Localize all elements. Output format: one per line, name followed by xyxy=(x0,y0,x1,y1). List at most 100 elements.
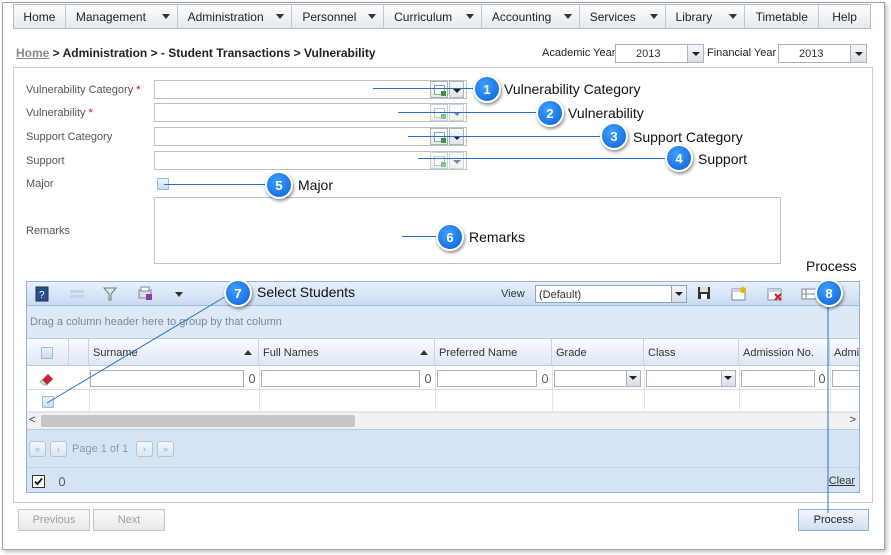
menu-accounting[interactable]: Accounting xyxy=(482,5,580,28)
support-dropdown[interactable] xyxy=(449,152,464,169)
filter-full-names-input[interactable] xyxy=(261,370,420,387)
sort-ascending-icon xyxy=(420,350,428,355)
clear-filter-link[interactable]: Clear xyxy=(828,475,855,487)
clear-filter-eraser-icon[interactable] xyxy=(39,370,55,386)
help-book-icon[interactable]: ? xyxy=(35,286,49,302)
first-page-icon[interactable]: « xyxy=(29,441,46,457)
menu-management[interactable]: Management xyxy=(66,5,178,28)
grid-filter-row xyxy=(27,366,859,390)
callout-line xyxy=(418,158,666,159)
menu-timetable[interactable]: Timetable xyxy=(745,5,820,28)
chevron-down-icon xyxy=(276,14,285,19)
view-label: View xyxy=(501,288,525,300)
group-by-area[interactable]: Drag a column header here to group by th… xyxy=(27,306,859,339)
dropdown-button[interactable] xyxy=(626,371,640,386)
filter-grade-select[interactable] xyxy=(554,370,641,387)
filter-icon[interactable] xyxy=(103,286,117,302)
row-select-checkbox[interactable] xyxy=(42,396,54,408)
lookup-icon[interactable] xyxy=(430,81,448,98)
chevron-down-icon xyxy=(729,14,738,19)
vulnerability-label: Vulnerability * xyxy=(26,107,93,119)
menu-curriculum[interactable]: Curriculum xyxy=(384,5,482,28)
breadcrumb-home-link[interactable]: Home xyxy=(16,46,50,60)
callout-badge-2: 2 xyxy=(536,99,564,127)
callout-text-4: Support xyxy=(698,151,748,167)
filter-pin-icon[interactable] xyxy=(425,374,431,383)
callout-line xyxy=(402,236,436,237)
support-label: Support xyxy=(26,155,65,167)
callout-text-5: Major xyxy=(298,177,334,193)
callout-text-1: Vulnerability Category xyxy=(504,81,641,97)
next-button[interactable]: Next xyxy=(93,509,165,531)
next-page-icon[interactable]: › xyxy=(136,441,153,457)
callout-text-3: Support Category xyxy=(633,129,743,145)
grid-toolbar: ? View (Default) xyxy=(27,282,859,306)
scrollbar-thumb[interactable] xyxy=(41,415,355,427)
last-page-icon[interactable]: » xyxy=(157,441,174,457)
chevron-down-icon xyxy=(465,14,474,19)
menu-services[interactable]: Services xyxy=(580,5,666,28)
support-input[interactable] xyxy=(154,151,467,170)
prev-page-icon[interactable]: ‹ xyxy=(50,441,67,457)
filter-pin-icon[interactable] xyxy=(819,374,825,383)
callout-badge-7: 7 xyxy=(224,279,252,307)
dropdown-button[interactable] xyxy=(850,45,866,62)
filter-admission-input[interactable] xyxy=(832,370,859,387)
lookup-icon[interactable] xyxy=(430,152,448,169)
remarks-textarea[interactable] xyxy=(154,197,781,264)
grid-pager: « ‹ Page 1 of 1 › » xyxy=(27,429,859,467)
menu-help[interactable]: Help xyxy=(832,9,857,24)
previous-button[interactable]: Previous xyxy=(18,509,90,531)
dropdown-button[interactable] xyxy=(721,371,735,386)
filter-admission-no-input[interactable] xyxy=(741,370,815,387)
dropdown-button[interactable] xyxy=(671,286,686,302)
column-header-class[interactable]: Class xyxy=(644,339,739,366)
menu-personnel[interactable]: Personnel xyxy=(292,5,385,28)
save-icon[interactable] xyxy=(697,286,711,300)
scroll-right-icon[interactable]: > xyxy=(849,414,856,426)
callout-badge-5: 5 xyxy=(265,171,293,199)
filter-enabled-checkbox[interactable] xyxy=(32,475,45,488)
table-row[interactable] xyxy=(27,390,859,412)
breadcrumb-path: > Administration > - Student Transaction… xyxy=(49,46,376,60)
new-layout-icon[interactable] xyxy=(731,286,747,302)
callout-badge-4: 4 xyxy=(665,144,693,172)
column-header-full-names[interactable]: Full Names xyxy=(259,339,435,366)
scroll-left-icon[interactable]: < xyxy=(29,414,36,426)
filter-pin-icon[interactable] xyxy=(542,374,548,383)
filter-pin-icon[interactable] xyxy=(249,374,255,383)
menu-library[interactable]: Library xyxy=(666,5,746,28)
chevron-down-icon[interactable] xyxy=(175,292,183,297)
callout-line xyxy=(398,112,536,113)
group-panel-icon[interactable] xyxy=(69,286,85,302)
chevron-down-icon xyxy=(563,14,572,19)
filter-surname-input[interactable] xyxy=(90,370,244,387)
callout-text-2: Vulnerability xyxy=(568,105,644,121)
column-header-grade[interactable]: Grade xyxy=(552,339,644,366)
column-header-surname[interactable]: Surname xyxy=(89,339,259,366)
filter-preferred-name-input[interactable] xyxy=(437,370,537,387)
menu-administration[interactable]: Administration xyxy=(178,5,293,28)
menu-home[interactable]: Home xyxy=(14,5,66,28)
financial-year-select[interactable]: 2013 xyxy=(778,44,867,63)
chevron-down-icon xyxy=(724,376,732,380)
column-header-admission[interactable]: Admis xyxy=(834,347,860,359)
page-indicator: Page 1 of 1 xyxy=(72,443,129,455)
academic-year-select[interactable]: 2013 xyxy=(615,44,704,63)
vulnerability-category-dropdown[interactable] xyxy=(449,81,464,98)
svg-text:?: ? xyxy=(39,290,45,301)
column-header-preferred-name[interactable]: Preferred Name xyxy=(435,339,552,366)
dropdown-button[interactable] xyxy=(687,45,703,62)
column-header-admission-no[interactable]: Admission No. xyxy=(739,339,830,366)
horizontal-scrollbar[interactable]: < > xyxy=(27,412,859,429)
view-select[interactable]: (Default) xyxy=(535,285,687,303)
print-icon[interactable] xyxy=(137,286,153,302)
chevron-down-icon xyxy=(368,14,377,19)
delete-layout-icon[interactable] xyxy=(767,286,783,302)
filter-class-select[interactable] xyxy=(646,370,736,387)
vulnerability-category-input[interactable] xyxy=(154,80,467,99)
filter-pin-icon[interactable] xyxy=(59,477,65,486)
sort-ascending-icon xyxy=(244,350,252,355)
process-button[interactable]: Process xyxy=(798,509,869,531)
select-all-checkbox[interactable] xyxy=(41,347,53,359)
